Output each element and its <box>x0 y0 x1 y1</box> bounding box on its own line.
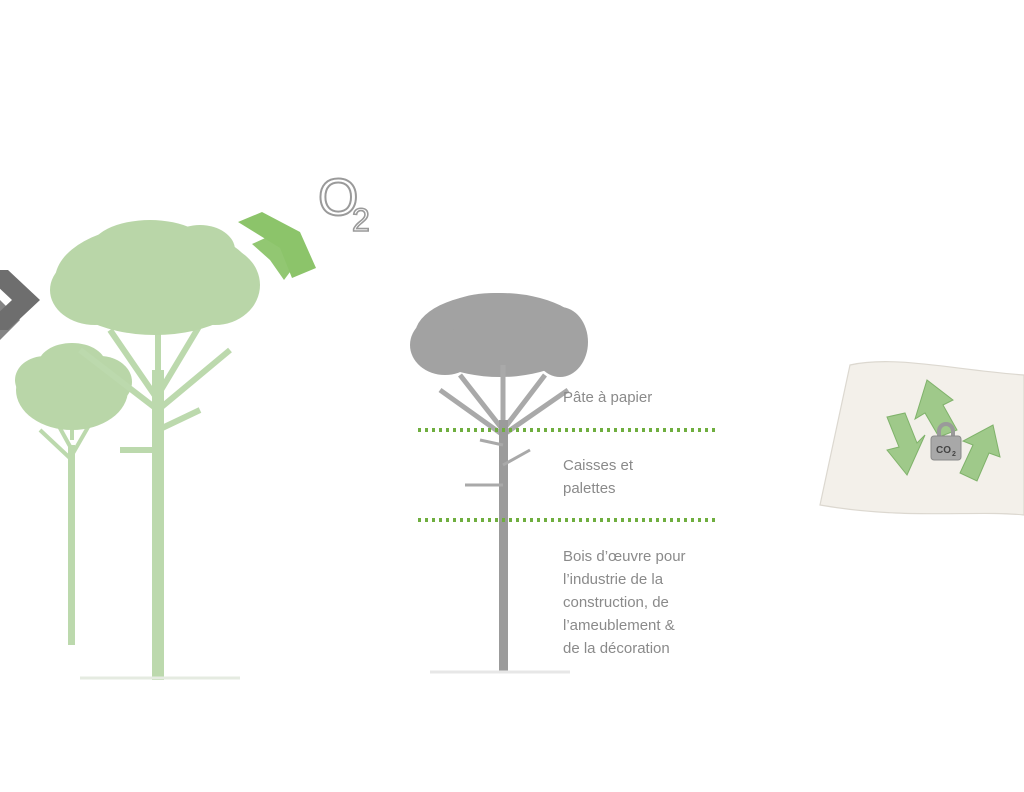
segment-line: palettes <box>563 480 616 497</box>
co2-subscript: 2 <box>952 451 956 458</box>
small-green-tree <box>15 343 132 645</box>
large-green-tree <box>50 220 260 680</box>
o2-subscript: 2 <box>352 202 370 238</box>
o2-letter: O <box>318 169 358 227</box>
segment-label-timber: Bois d’œuvre pour l’industrie de la cons… <box>563 545 686 660</box>
recycle-flag: CO 2 <box>819 361 1024 516</box>
padlock-icon: CO 2 <box>930 422 962 461</box>
co2-label: CO <box>936 445 951 456</box>
segment-line: l’industrie de la <box>563 571 664 588</box>
recycle-icon <box>886 379 1001 482</box>
segment-line: de la décoration <box>563 640 670 657</box>
segment-line: Caisses et <box>563 457 634 474</box>
segment-line: Bois d’œuvre pour <box>563 548 686 565</box>
segment-label-crates: Caisses et palettes <box>563 454 633 500</box>
o2-label: O 2 <box>317 165 388 240</box>
segment-line: construction, de <box>563 594 669 611</box>
grey-tree-trunk <box>499 420 508 672</box>
grey-tree-crown <box>410 293 588 377</box>
left-trees-illustration <box>0 212 316 680</box>
green-chevron-icon <box>238 212 316 280</box>
dark-chevron-icon <box>0 270 40 340</box>
segment-label-pulp: Pâte à papier <box>563 386 652 409</box>
middle-grey-tree <box>410 293 716 674</box>
segment-line: l’ameublement & <box>563 617 675 634</box>
segment-line: Pâte à papier <box>563 389 653 406</box>
